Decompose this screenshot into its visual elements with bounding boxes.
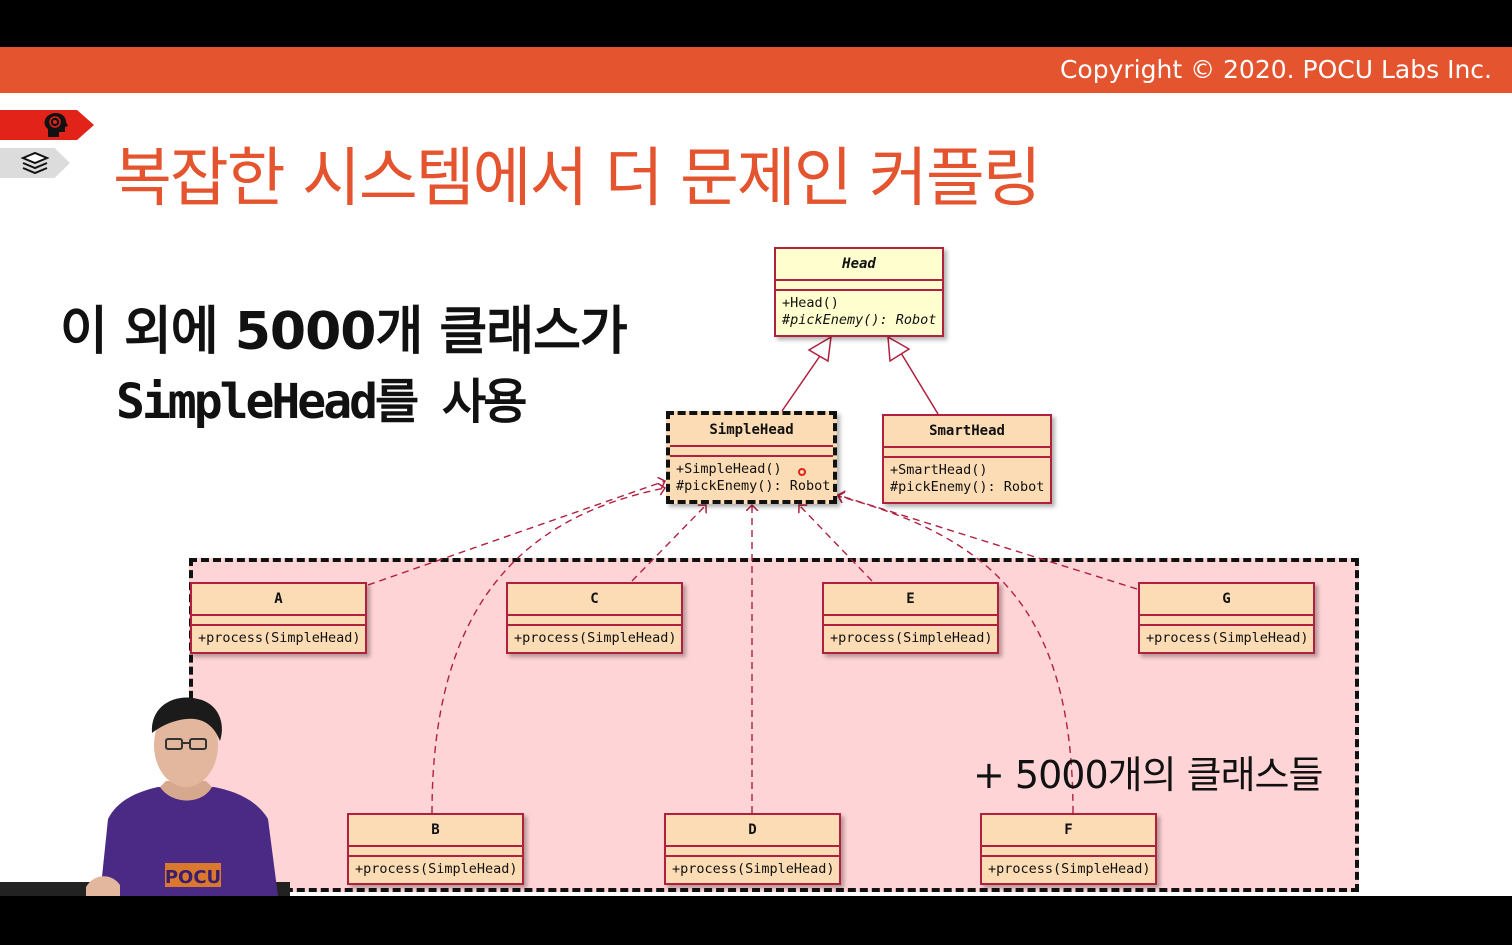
side-note: 이 외에 5000개 클래스가 SimpleHead를 사용: [60, 297, 660, 437]
dependency-arrows: [367, 335, 1138, 814]
class-name: D: [666, 815, 839, 847]
dependency-b: [431, 488, 665, 814]
class-f: F +process(SimpleHead): [980, 813, 1157, 885]
side-note-line-1: 이 외에 5000개 클래스가: [60, 302, 628, 362]
class-name: C: [508, 584, 681, 616]
class-c: C +process(SimpleHead): [506, 582, 683, 654]
dependency-f: [838, 496, 1074, 814]
dependency-c: [631, 505, 706, 582]
operation: +process(SimpleHead): [355, 861, 518, 877]
dependency-e: [799, 505, 873, 582]
attributes-compartment: [982, 847, 1155, 857]
header-banner: Copyright © 2020. POCU Labs Inc.: [0, 47, 1512, 93]
operation: #pickEnemy(): Robot: [890, 479, 1045, 495]
slide-title: 복잡한 시스템에서 더 문제인 커플링: [113, 142, 1042, 216]
class-name: SimpleHead: [670, 415, 833, 447]
class-name: E: [824, 584, 997, 616]
class-name: A: [192, 584, 365, 616]
dependency-a: [367, 481, 665, 586]
attributes-compartment: [508, 616, 681, 626]
class-b: B +process(SimpleHead): [347, 813, 524, 885]
operations: +Head() #pickEnemy(): Robot: [776, 291, 942, 333]
class-name: Head: [776, 249, 942, 281]
generalization-smarthead: [900, 352, 939, 415]
class-simplehead: SimpleHead +SimpleHead() #pickEnemy(): R…: [666, 411, 837, 504]
operation: #pickEnemy(): Robot: [782, 312, 937, 328]
attributes-compartment: [884, 448, 1050, 458]
side-note-line-2: SimpleHead를 사용: [116, 374, 527, 430]
cursor-indicator-icon: [798, 468, 806, 476]
extra-classes-label: + 5000개의 클래스들: [973, 753, 1323, 797]
operation: +SimpleHead(): [676, 461, 782, 477]
brain-head-icon: [44, 112, 68, 137]
class-head: Head +Head() #pickEnemy(): Robot: [774, 247, 944, 337]
section-tag-red: [0, 110, 94, 140]
attributes-compartment: [192, 616, 365, 626]
class-name: B: [349, 815, 522, 847]
class-name: SmartHead: [884, 416, 1050, 448]
attributes-compartment: [776, 281, 942, 291]
class-name: F: [982, 815, 1155, 847]
presenter-webcam: POCU: [0, 697, 290, 896]
class-a: A +process(SimpleHead): [190, 582, 367, 654]
attributes-compartment: [670, 447, 833, 457]
attributes-compartment: [349, 847, 522, 857]
attributes-compartment: [666, 847, 839, 857]
operations: +SimpleHead() #pickEnemy(): Robot: [670, 457, 833, 499]
bottom-letterbox: [0, 896, 1512, 945]
stack-icon: [20, 151, 50, 175]
class-name: G: [1140, 584, 1313, 616]
operations: +SmartHead() #pickEnemy(): Robot: [884, 458, 1050, 500]
operation: +Head(): [782, 295, 839, 311]
webcam-shirt-text: POCU: [165, 867, 221, 888]
operation: +process(SimpleHead): [1146, 630, 1309, 646]
operation: +process(SimpleHead): [672, 861, 835, 877]
attributes-compartment: [1140, 616, 1313, 626]
attributes-compartment: [824, 616, 997, 626]
class-e: E +process(SimpleHead): [822, 582, 999, 654]
operation: +process(SimpleHead): [830, 630, 993, 646]
generalization-arrowhead-smarthead: [887, 335, 911, 363]
operation: +process(SimpleHead): [198, 630, 361, 646]
top-letterbox: [0, 0, 1512, 47]
generalization-simplehead: [781, 352, 823, 412]
section-tag-gray: [0, 148, 70, 178]
operation: +SmartHead(): [890, 462, 988, 478]
class-smarthead: SmartHead +SmartHead() #pickEnemy(): Rob…: [882, 414, 1052, 504]
slide: Copyright © 2020. POCU Labs Inc. 복잡한 시스템…: [0, 47, 1512, 896]
class-d: D +process(SimpleHead): [664, 813, 841, 885]
copyright-text: Copyright © 2020. POCU Labs Inc.: [1059, 55, 1492, 84]
dependency-g: [838, 495, 1138, 590]
operation: +process(SimpleHead): [988, 861, 1151, 877]
class-g: G +process(SimpleHead): [1138, 582, 1315, 654]
generalization-arrowhead-simplehead: [807, 335, 832, 363]
operation: #pickEnemy(): Robot: [676, 478, 831, 494]
operation: +process(SimpleHead): [514, 630, 677, 646]
